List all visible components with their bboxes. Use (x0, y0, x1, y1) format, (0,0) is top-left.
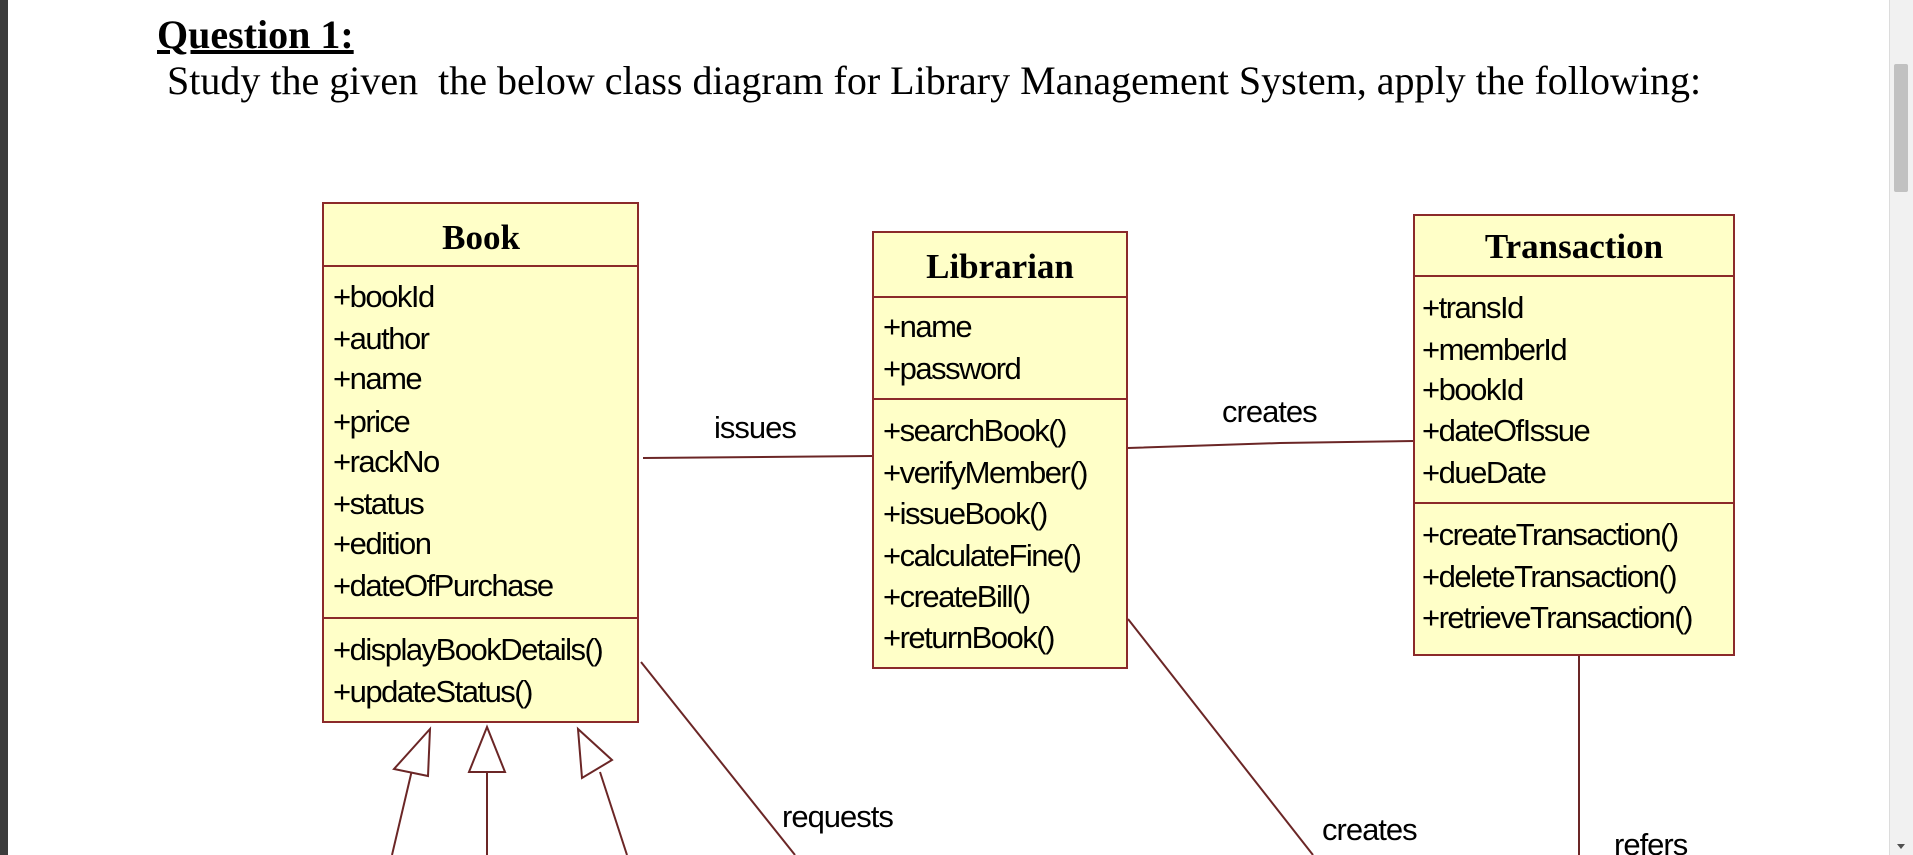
book-attribute: +author (333, 321, 430, 356)
book-method: +updateStatus() (333, 674, 532, 709)
librarian-method: +createBill() (883, 579, 1030, 614)
question-heading: Question 1: (157, 12, 354, 57)
issues-association-line (642, 455, 874, 459)
transaction-attribute: +dueDate (1422, 455, 1546, 490)
transaction-methods: +createTransaction() +deleteTransaction(… (1422, 517, 1694, 635)
transaction-attribute: +bookId (1422, 372, 1523, 407)
librarian-attribute: +name (883, 309, 971, 344)
librarian-method: +calculateFine() (883, 538, 1081, 573)
transaction-attribute: +transId (1422, 290, 1523, 325)
librarian-method: +returnBook() (883, 620, 1054, 655)
scroll-down-arrow-icon[interactable] (1897, 844, 1905, 849)
book-methods: +displayBookDetails() +updateStatus() (333, 632, 604, 709)
refers-label: refers (1614, 827, 1688, 855)
transaction-class-box: Transaction +transId +memberId +bookId +… (1413, 214, 1735, 656)
generalization-arrowhead-2 (467, 724, 507, 773)
generalization-line-3 (599, 771, 628, 855)
scrollbar-thumb[interactable] (1894, 64, 1908, 192)
transaction-attribute: +memberId (1422, 332, 1566, 367)
issues-label: issues (714, 410, 796, 445)
librarian-class-name: Librarian (926, 247, 1074, 286)
book-attribute: +status (333, 486, 424, 521)
transaction-method: +deleteTransaction() (1422, 559, 1676, 594)
book-attribute: +name (333, 361, 421, 396)
librarian-methods: +searchBook() +verifyMember() +issueBook… (883, 413, 1089, 655)
librarian-method: +searchBook() (883, 413, 1066, 448)
book-attribute: +bookId (333, 279, 434, 314)
creates-bottom-association-line (1127, 618, 1314, 855)
book-attribute: +dateOfPurchase (333, 568, 553, 603)
transaction-method: +createTransaction() (1422, 517, 1678, 552)
transaction-class-name: Transaction (1485, 227, 1663, 266)
creates-association-line (1127, 440, 1415, 449)
generalization-arrowhead-1 (392, 726, 432, 778)
generalization-arrowhead-3 (576, 726, 614, 780)
question-instruction: Study the given the below class diagram … (167, 58, 1702, 103)
requests-label: requests (782, 799, 893, 834)
book-attribute: +price (333, 404, 410, 439)
librarian-attribute: +password (883, 351, 1021, 386)
book-class-box: Book +bookId +author +name +price +rackN… (322, 202, 639, 723)
librarian-method: +issueBook() (883, 496, 1047, 531)
creates-label: creates (1222, 394, 1317, 429)
book-attributes: +bookId +author +name +price +rackNo +st… (333, 279, 554, 603)
transaction-method: +retrieveTransaction() (1422, 600, 1692, 635)
book-class-name: Book (442, 218, 520, 257)
window-left-edge (0, 0, 8, 855)
book-attribute: +edition (333, 526, 431, 561)
requests-association-line (640, 661, 796, 855)
transaction-attribute: +dateOfIssue (1422, 413, 1590, 448)
generalization-line-1 (391, 769, 413, 855)
librarian-class-box: Librarian +name +password +searchBook() … (872, 231, 1128, 669)
book-attribute: +rackNo (333, 444, 439, 479)
transaction-attributes: +transId +memberId +bookId +dateOfIssue … (1422, 290, 1591, 490)
book-method: +displayBookDetails() (333, 632, 602, 667)
librarian-attributes: +name +password (883, 309, 1022, 386)
librarian-method: +verifyMember() (883, 455, 1087, 490)
vertical-scrollbar[interactable] (1889, 0, 1913, 855)
creates-bottom-label: creates (1322, 812, 1417, 847)
